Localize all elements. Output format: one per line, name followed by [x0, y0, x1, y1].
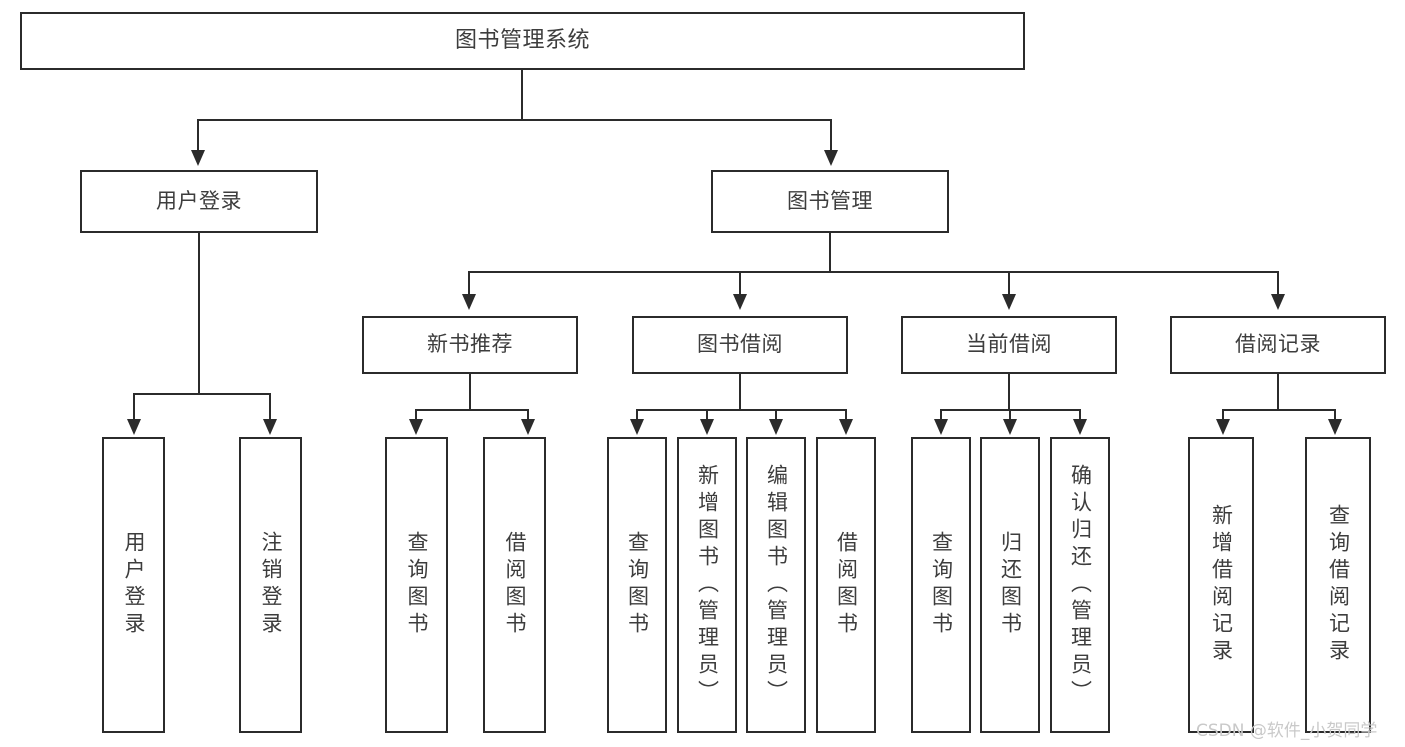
node-label: 编辑图书（管理员） [764, 463, 789, 707]
connector-book-mgmt-bus [468, 271, 1278, 273]
connector-user-login-child-1 [133, 393, 135, 421]
node-label: 查询图书 [929, 531, 954, 639]
node-label: 查询图书 [405, 531, 429, 639]
connector-book-borrow-bus [636, 409, 847, 411]
connector-root-to-user-login [197, 119, 199, 152]
arrowhead-current-borrow-child-2 [1003, 419, 1017, 435]
leaf-book-borrow-add[interactable]: 新增图书（管理员） [677, 437, 737, 733]
node-user-login[interactable]: 用户登录 [80, 170, 318, 233]
connector-new-book-child-1 [415, 409, 417, 423]
connector-user-login-child-2 [269, 393, 271, 421]
connector-borrow-record-stem [1277, 374, 1279, 410]
arrowhead-user-login-child-1 [127, 419, 141, 435]
node-label: 图书管理系统 [454, 27, 590, 53]
node-label: 用户登录 [156, 188, 242, 213]
connector-book-borrow-child-4 [845, 409, 847, 423]
node-current-borrow[interactable]: 当前借阅 [901, 316, 1117, 374]
connector-book-borrow-child-2 [706, 409, 708, 423]
node-book-management[interactable]: 图书管理 [711, 170, 949, 233]
node-new-book-recommend[interactable]: 新书推荐 [362, 316, 578, 374]
node-label: 新增借阅记录 [1209, 504, 1234, 666]
arrowhead-book-mgmt-to-new-book [462, 294, 476, 310]
arrowhead-book-mgmt-to-book-borrow [733, 294, 747, 310]
connector-root-stem [521, 70, 523, 120]
arrowhead-user-login-child-2 [263, 419, 277, 435]
connector-new-book-stem [469, 374, 471, 410]
leaf-new-book-borrow[interactable]: 借阅图书 [483, 437, 546, 733]
node-label: 当前借阅 [966, 332, 1052, 357]
arrowhead-root-to-book-mgmt [824, 150, 838, 166]
node-label: 借阅记录 [1235, 332, 1321, 357]
connector-current-borrow-child-3 [1079, 409, 1081, 423]
connector-borrow-record-child-2 [1334, 409, 1336, 423]
leaf-current-borrow-confirm[interactable]: 确认归还（管理员） [1050, 437, 1110, 733]
leaf-user-logout[interactable]: 注销登录 [239, 437, 302, 733]
connector-book-borrow-child-1 [636, 409, 638, 423]
connector-new-book-child-2 [527, 409, 529, 423]
arrowhead-book-borrow-child-4 [839, 419, 853, 435]
node-label: 图书借阅 [697, 332, 783, 357]
connector-borrow-record-bus [1222, 409, 1336, 411]
connector-book-mgmt-to-new-book [468, 271, 470, 296]
node-label: 借阅图书 [503, 531, 527, 639]
connector-current-borrow-child-2 [1009, 409, 1011, 423]
leaf-borrow-record-query[interactable]: 查询借阅记录 [1305, 437, 1371, 733]
leaf-user-login[interactable]: 用户登录 [102, 437, 165, 733]
node-label: 新书推荐 [427, 332, 513, 357]
connector-root-bus [197, 119, 832, 121]
connector-current-borrow-stem [1008, 374, 1010, 410]
connector-book-mgmt-stem [829, 233, 831, 272]
connector-book-mgmt-to-book-borrow [739, 271, 741, 296]
node-label: 新增图书（管理员） [695, 463, 720, 707]
connector-book-mgmt-to-current-borrow [1008, 271, 1010, 296]
connector-book-mgmt-to-borrow-record [1277, 271, 1279, 296]
leaf-book-borrow-edit[interactable]: 编辑图书（管理员） [746, 437, 806, 733]
arrowhead-current-borrow-child-3 [1073, 419, 1087, 435]
leaf-book-borrow-borrow[interactable]: 借阅图书 [816, 437, 876, 733]
leaf-current-borrow-query[interactable]: 查询图书 [911, 437, 971, 733]
node-root-library-system[interactable]: 图书管理系统 [20, 12, 1025, 70]
node-label: 确认归还（管理员） [1068, 463, 1093, 707]
arrowhead-new-book-child-1 [409, 419, 423, 435]
node-label: 查询借阅记录 [1326, 504, 1351, 666]
connector-book-borrow-child-3 [775, 409, 777, 423]
connector-current-borrow-child-1 [940, 409, 942, 423]
node-label: 用户登录 [122, 531, 146, 639]
connector-user-login-bus [133, 393, 270, 395]
leaf-book-borrow-query[interactable]: 查询图书 [607, 437, 667, 733]
connector-book-borrow-stem [739, 374, 741, 410]
connector-root-to-book-mgmt [830, 119, 832, 152]
node-label: 图书管理 [787, 188, 873, 213]
node-borrow-record[interactable]: 借阅记录 [1170, 316, 1386, 374]
leaf-current-borrow-return[interactable]: 归还图书 [980, 437, 1040, 733]
arrowhead-current-borrow-child-1 [934, 419, 948, 435]
arrowhead-new-book-child-2 [521, 419, 535, 435]
arrowhead-book-borrow-child-2 [700, 419, 714, 435]
leaf-borrow-record-add[interactable]: 新增借阅记录 [1188, 437, 1254, 733]
node-label: 归还图书 [998, 531, 1023, 639]
connector-user-login-stem [198, 233, 200, 394]
connector-new-book-bus [415, 409, 528, 411]
connector-borrow-record-child-1 [1222, 409, 1224, 423]
arrowhead-book-borrow-child-1 [630, 419, 644, 435]
node-label: 注销登录 [259, 531, 283, 639]
arrowhead-borrow-record-child-1 [1216, 419, 1230, 435]
node-label: 查询图书 [625, 531, 650, 639]
arrowhead-book-mgmt-to-current-borrow [1002, 294, 1016, 310]
arrowhead-borrow-record-child-2 [1328, 419, 1342, 435]
leaf-new-book-query[interactable]: 查询图书 [385, 437, 448, 733]
node-label: 借阅图书 [834, 531, 859, 639]
arrowhead-root-to-user-login [191, 150, 205, 166]
arrowhead-book-borrow-child-3 [769, 419, 783, 435]
csdn-watermark: CSDN @软件_小贺同学 [1196, 721, 1378, 741]
arrowhead-book-mgmt-to-borrow-record [1271, 294, 1285, 310]
node-book-borrow[interactable]: 图书借阅 [632, 316, 848, 374]
